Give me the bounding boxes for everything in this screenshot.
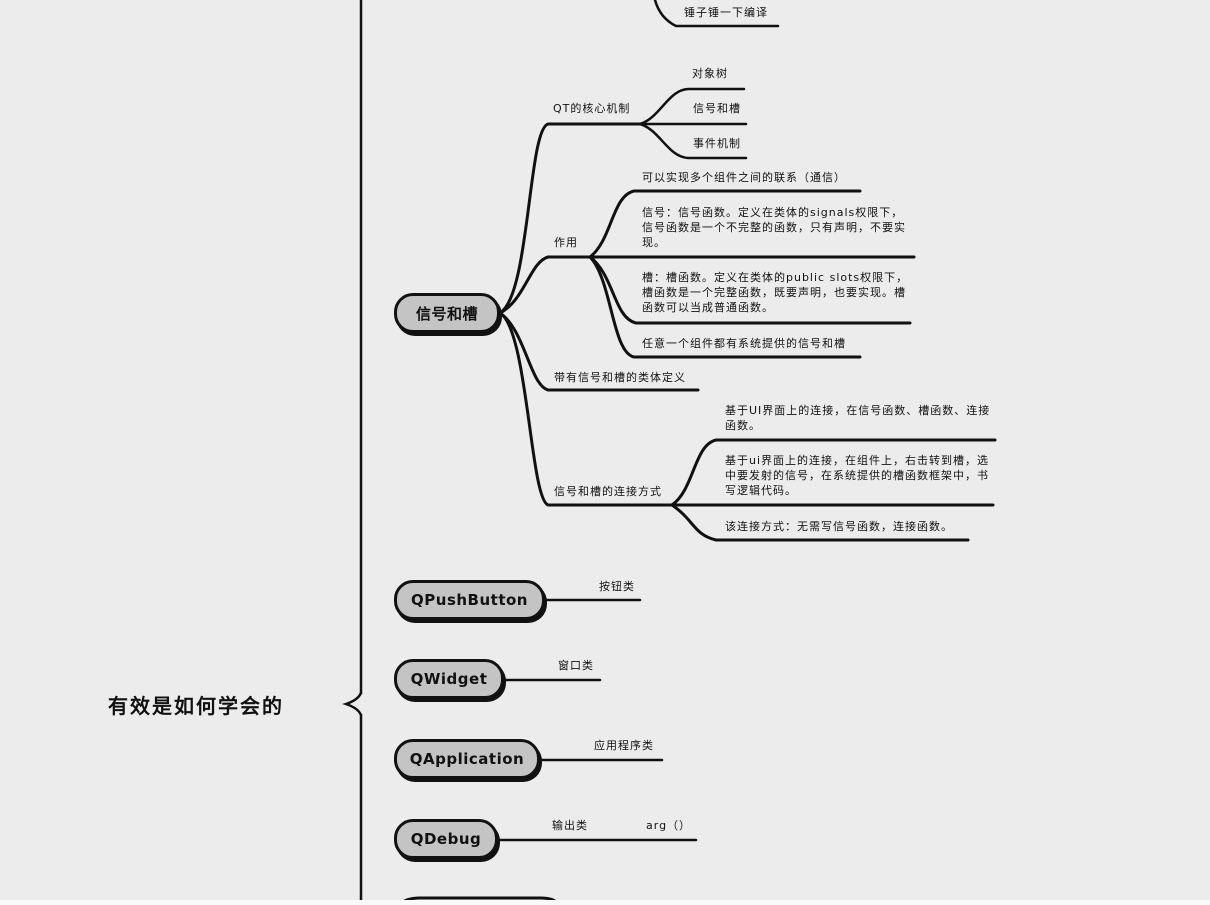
role-item-signal: 信号：信号函数。定义在类体的signals权限下，信号函数是一个不完整的函数，只… [642, 206, 906, 249]
qpushbutton-node: QPushButton [394, 580, 545, 620]
qpushbutton-desc: 按钮类 [599, 580, 635, 593]
role-item-system: 任意一个组件都有系统提供的信号和槽 [642, 337, 846, 350]
signals-slots-node: 信号和槽 [394, 293, 500, 333]
qapplication-desc: 应用程序类 [594, 739, 654, 752]
qdebug-extra: arg（） [646, 819, 692, 832]
qdebug-node: QDebug [394, 819, 498, 859]
class-definition-label: 带有信号和槽的类体定义 [554, 371, 686, 384]
connect-item-ui: 基于UI界面上的连接，在信号函数、槽函数、连接函数。 [725, 404, 991, 432]
qdebug-desc: 输出类 [552, 819, 588, 832]
qwidget-node: QWidget [394, 659, 504, 699]
core-mechanism-label: QT的核心机制 [553, 102, 631, 115]
core-item-signals: 信号和槽 [693, 102, 741, 115]
role-label: 作用 [554, 236, 578, 249]
connect-label: 信号和槽的连接方式 [554, 485, 662, 498]
bottom-strip [0, 900, 1210, 905]
core-item-events: 事件机制 [693, 137, 741, 150]
connect-item-goto-slot: 基于ui界面上的连接，在组件上，右击转到槽，选中要发射的信号，在系统提供的槽函数… [725, 454, 990, 497]
role-item-slot: 槽：槽函数。定义在类体的public slots权限下，槽函数是一个完整函数，既… [642, 271, 909, 314]
root-node: 有效是如何学会的 [108, 694, 284, 718]
core-item-object-tree: 对象树 [692, 67, 728, 80]
role-item-communication: 可以实现多个组件之间的联系（通信） [642, 171, 846, 184]
connect-item-note: 该连接方式：无需写信号函数，连接函数。 [725, 520, 953, 533]
qwidget-desc: 窗口类 [558, 659, 594, 672]
top-leaf: 锤子锤一下编译 [684, 6, 768, 19]
qapplication-node: QApplication [394, 739, 540, 779]
